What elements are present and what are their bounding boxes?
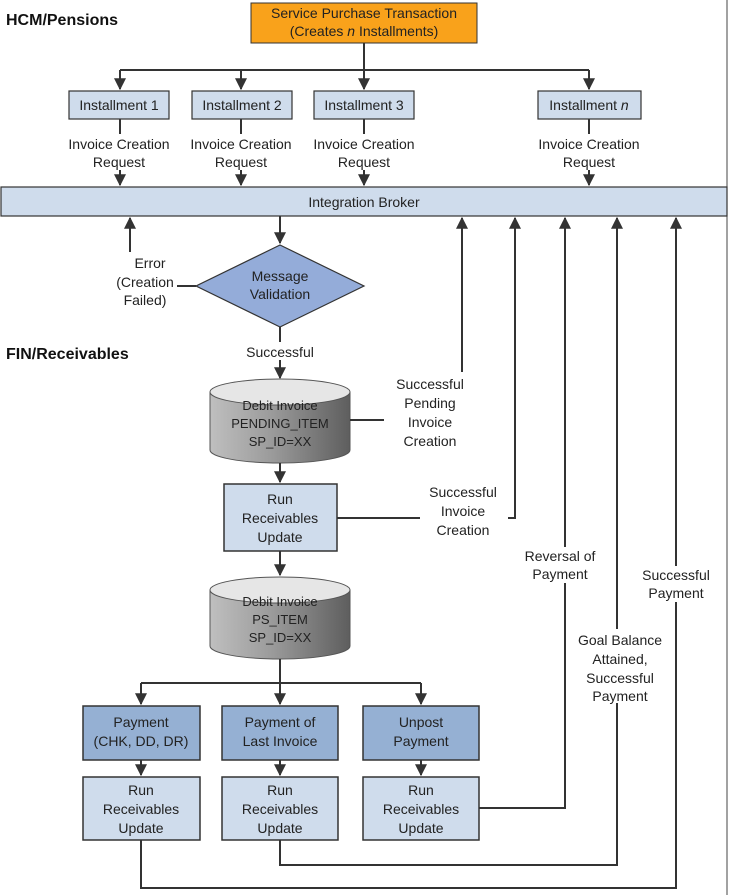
svg-text:Request: Request — [563, 154, 615, 170]
reversal-of-payment-note: Reversal of Payment — [518, 547, 604, 583]
svg-text:Pending: Pending — [404, 395, 455, 411]
invoice-request-label-2: Invoice Creation Request — [182, 134, 302, 170]
message-validation-diamond: Message Validation — [194, 244, 366, 328]
successful-payment-note: Successful Payment — [634, 566, 720, 602]
svg-text:Invoice: Invoice — [441, 503, 486, 519]
installment-1-box: Installment 1 — [68, 90, 170, 120]
arrow-goal-balance-to-broker — [279, 216, 623, 866]
svg-text:Receivables: Receivables — [103, 801, 179, 817]
svg-text:Successful: Successful — [246, 344, 314, 360]
installment-1-label: Installment 1 — [79, 97, 159, 113]
svg-text:Successful: Successful — [642, 567, 710, 583]
successful-label: Successful — [240, 342, 320, 360]
svg-text:Request: Request — [93, 154, 145, 170]
svg-text:Receivables: Receivables — [383, 801, 459, 817]
section-hcm-pensions: HCM/Pensions — [6, 12, 118, 29]
run-update-payment-box: Run Receivables Update — [82, 776, 201, 841]
svg-text:(Creation: (Creation — [116, 274, 174, 290]
service-purchase-line2: (Creates n Installments) — [290, 23, 439, 39]
svg-text:Creation: Creation — [437, 522, 490, 538]
service-purchase-line1: Service Purchase Transaction — [271, 5, 457, 21]
svg-text:Validation: Validation — [250, 286, 310, 302]
svg-text:Update: Update — [118, 820, 163, 836]
svg-text:Update: Update — [257, 529, 302, 545]
invoice-creation-note: Successful Invoice Creation — [420, 480, 508, 538]
payment-last-invoice-box: Payment of Last Invoice — [221, 705, 339, 761]
arrow-invoice-creation-to-broker — [337, 216, 521, 519]
installment-3-label: Installment 3 — [324, 97, 404, 113]
svg-text:Receivables: Receivables — [242, 510, 318, 526]
arrow-successful-payment-to-broker — [140, 216, 682, 889]
svg-text:Attained,: Attained, — [592, 651, 647, 667]
svg-text:Goal Balance: Goal Balance — [578, 632, 662, 648]
svg-text:PENDING_ITEM: PENDING_ITEM — [231, 416, 329, 431]
payment-chk-dd-dr-box: Payment (CHK, DD, DR) — [82, 705, 201, 761]
svg-text:Invoice Creation: Invoice Creation — [313, 136, 414, 152]
svg-text:Successful: Successful — [586, 670, 654, 686]
svg-text:Failed): Failed) — [124, 292, 167, 308]
run-update-last-invoice-box: Run Receivables Update — [221, 776, 339, 841]
run-receivables-update-box: Run Receivables Update — [223, 483, 338, 552]
pending-invoice-note: Successful Pending Invoice Creation — [384, 372, 472, 449]
svg-text:Request: Request — [338, 154, 390, 170]
svg-text:Run: Run — [408, 782, 434, 798]
integration-broker-bar: Integration Broker — [0, 186, 728, 217]
svg-text:Debit Invoice: Debit Invoice — [242, 398, 317, 413]
svg-text:Invoice: Invoice — [408, 414, 453, 430]
svg-text:Creation: Creation — [404, 433, 457, 449]
service-purchase-box: Service Purchase Transaction (Creates n … — [250, 2, 478, 44]
svg-text:Successful: Successful — [396, 376, 464, 392]
pending-item-database: Debit Invoice PENDING_ITEM SP_ID=XX — [209, 378, 351, 464]
svg-text:Receivables: Receivables — [242, 801, 318, 817]
svg-text:Request: Request — [215, 154, 267, 170]
svg-text:Payment of: Payment of — [245, 714, 316, 730]
installment-n-box: Installment n — [537, 90, 642, 120]
svg-text:Error: Error — [134, 255, 165, 271]
svg-text:Payment: Payment — [532, 566, 587, 582]
installment-3-box: Installment 3 — [313, 90, 415, 120]
svg-text:Debit Invoice: Debit Invoice — [242, 594, 317, 609]
svg-text:Invoice Creation: Invoice Creation — [190, 136, 291, 152]
svg-text:Update: Update — [398, 820, 443, 836]
svg-text:SP_ID=XX: SP_ID=XX — [249, 434, 312, 449]
installment-2-box: Installment 2 — [191, 90, 293, 120]
run-update-unpost-box: Run Receivables Update — [362, 776, 480, 841]
ps-item-database: Debit Invoice PS_ITEM SP_ID=XX — [209, 576, 351, 660]
svg-text:SP_ID=XX: SP_ID=XX — [249, 630, 312, 645]
section-fin-receivables: FIN/Receivables — [6, 346, 129, 363]
svg-text:Run: Run — [128, 782, 154, 798]
svg-text:Payment: Payment — [592, 688, 647, 704]
unpost-payment-box: Unpost Payment — [362, 705, 480, 761]
invoice-request-label-3: Invoice Creation Request — [305, 134, 425, 170]
svg-text:Invoice Creation: Invoice Creation — [68, 136, 169, 152]
svg-text:Successful: Successful — [429, 484, 497, 500]
installment-2-label: Installment 2 — [202, 97, 282, 113]
svg-text:Run: Run — [267, 782, 293, 798]
arrow-reversal-to-broker — [479, 216, 571, 809]
svg-text:Invoice Creation: Invoice Creation — [538, 136, 639, 152]
svg-text:Last Invoice: Last Invoice — [243, 733, 318, 749]
svg-text:Reversal of: Reversal of — [525, 548, 596, 564]
svg-text:Payment: Payment — [393, 733, 448, 749]
svg-text:PS_ITEM: PS_ITEM — [252, 612, 308, 627]
svg-text:(CHK, DD, DR): (CHK, DD, DR) — [94, 733, 189, 749]
invoice-request-label-n: Invoice Creation Request — [529, 134, 649, 170]
goal-balance-note: Goal Balance Attained, Successful Paymen… — [568, 629, 672, 704]
invoice-request-label-1: Invoice Creation Request — [60, 134, 180, 170]
installment-n-label: Installment n — [549, 97, 629, 113]
error-label: Error (Creation Failed) — [105, 252, 177, 308]
svg-text:Message: Message — [252, 268, 309, 284]
svg-text:Unpost: Unpost — [399, 714, 443, 730]
svg-text:Run: Run — [267, 491, 293, 507]
integration-broker-label: Integration Broker — [308, 194, 420, 210]
svg-text:Payment: Payment — [648, 585, 703, 601]
svg-text:Payment: Payment — [113, 714, 168, 730]
svg-text:Update: Update — [257, 820, 302, 836]
